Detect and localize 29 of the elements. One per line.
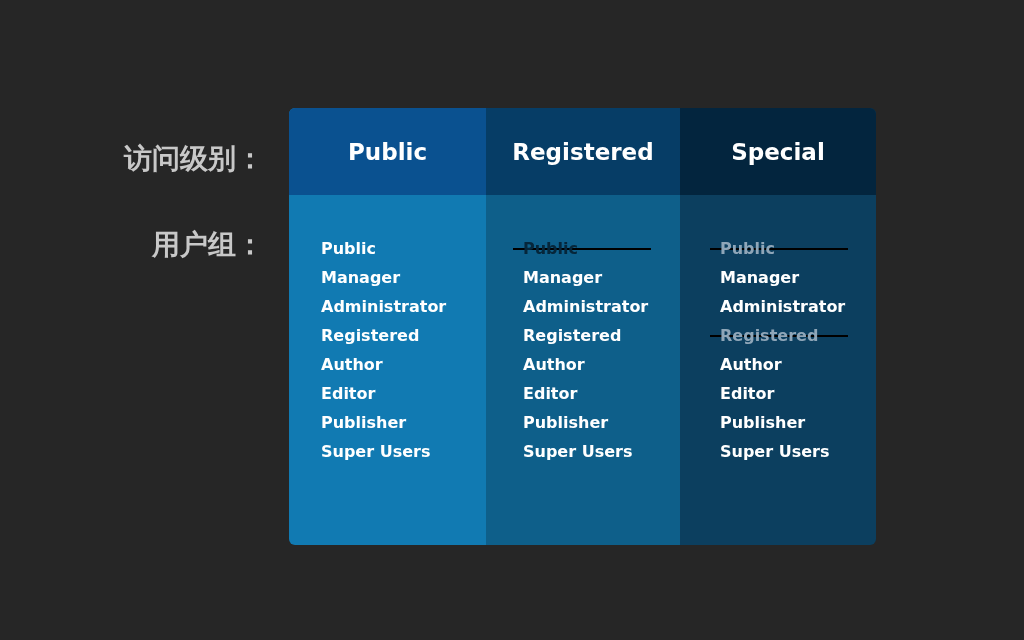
user-group: Registered [321, 321, 420, 350]
user-group: Editor [720, 379, 775, 408]
column-header: Special [680, 108, 876, 195]
column-header: Public [289, 108, 486, 195]
user-group: Author [523, 350, 585, 379]
user-group: Publisher [321, 408, 407, 437]
user-group: Super Users [523, 437, 633, 466]
user-group: Author [321, 350, 383, 379]
row-heading: 用户组： [152, 227, 264, 263]
user-group: Editor [321, 379, 376, 408]
user-group: Registered [523, 321, 622, 350]
user-group: Manager [321, 263, 401, 292]
user-group: Editor [523, 379, 578, 408]
user-group: Administrator [523, 292, 649, 321]
user-group: Administrator [321, 292, 447, 321]
user-group: Author [720, 350, 782, 379]
row-heading: 访问级别： [124, 141, 264, 177]
table-column [680, 108, 876, 545]
user-group: Super Users [720, 437, 830, 466]
user-group: Public [321, 234, 377, 263]
user-group: Manager [720, 263, 800, 292]
user-group: Super Users [321, 437, 431, 466]
column-header: Registered [486, 108, 680, 195]
table-column [289, 108, 486, 545]
user-group: Publisher [720, 408, 806, 437]
user-group: Manager [523, 263, 603, 292]
table-column [486, 108, 680, 545]
user-group: Publisher [523, 408, 609, 437]
user-group: Administrator [720, 292, 846, 321]
